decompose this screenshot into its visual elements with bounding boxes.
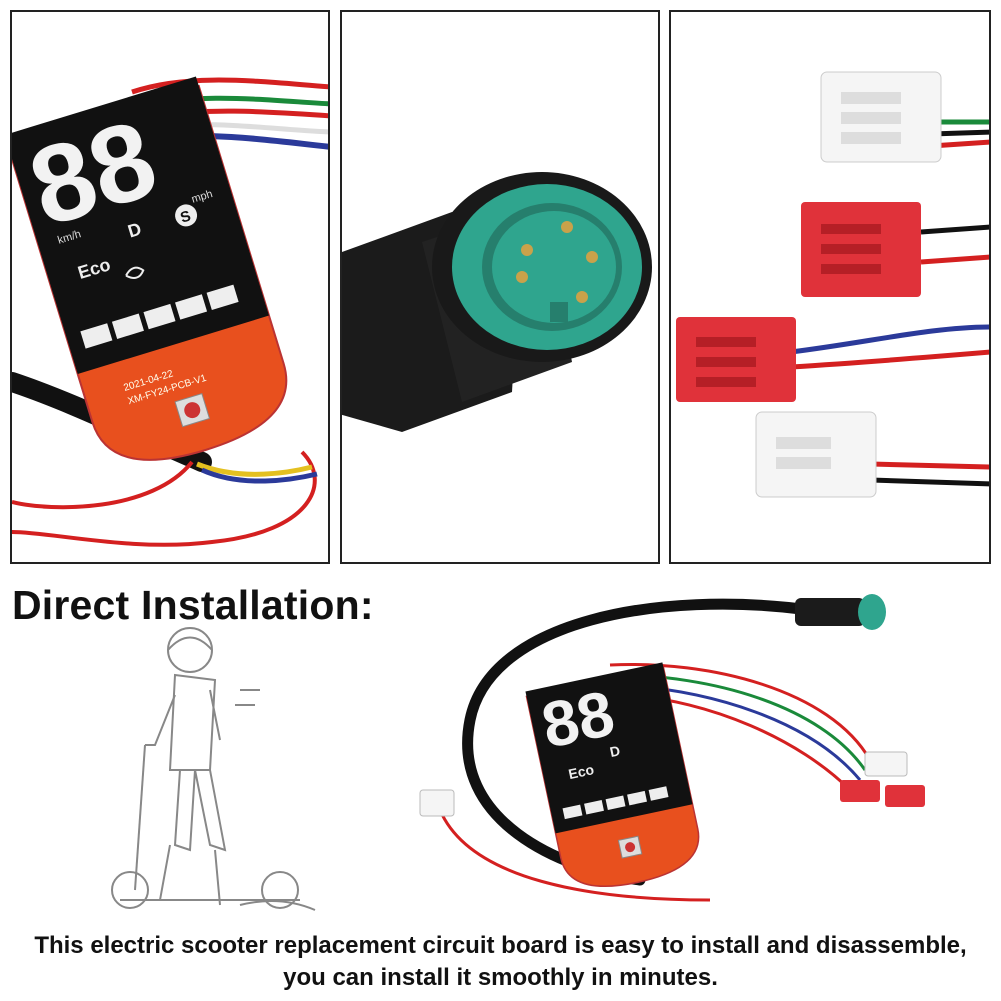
red-connector-icon [885, 785, 925, 807]
sport-mode-label: S [178, 208, 193, 227]
white-connector-icon [419, 789, 455, 817]
scooter-rider-illustration [100, 620, 330, 920]
drive-mode-label: D [125, 219, 143, 242]
board-closeup-panel: 88 km/h mph Eco D S 2021-04-22 XM-FY24-P… [10, 10, 330, 564]
circuit-board-image: 88 km/h mph Eco D S 2021-04-22 XM-FY24-P… [12, 76, 328, 547]
connector-closeup-panel [340, 10, 660, 564]
teal-connector-icon [858, 594, 886, 630]
sport-mode-icon [175, 204, 198, 227]
product-drive-label: D [608, 742, 621, 760]
battery-bar [80, 284, 239, 349]
terminal-connectors-panel [669, 10, 991, 564]
caption-line-2: you can install it smoothly in minutes. [283, 964, 718, 991]
pin-icon [586, 251, 598, 263]
pin-icon [561, 221, 573, 233]
red-connector-icon [676, 317, 989, 402]
pin-icon [576, 291, 588, 303]
page-heading: Direct Installation: [12, 582, 374, 628]
terminal-connectors-image [676, 71, 989, 498]
headlight-icon [125, 266, 145, 279]
white-connector-icon [755, 411, 989, 498]
product-speed-digits: 88 [536, 677, 621, 762]
caption-line-1: This electric scooter replacement circui… [34, 932, 967, 959]
caption: This electric scooter replacement circui… [0, 930, 1001, 994]
red-connector-icon [801, 202, 989, 297]
full-product-image: 88 Eco D [410, 580, 930, 920]
unit-mph-label: mph [190, 188, 214, 206]
white-connector-icon [820, 71, 989, 163]
red-connector-icon [840, 780, 880, 802]
product-eco-label: Eco [567, 761, 595, 782]
product-reset-button-icon [625, 842, 636, 853]
pin-icon [521, 244, 533, 256]
pin-icon [516, 271, 528, 283]
reset-button-icon [184, 402, 201, 419]
white-connector-icon [864, 751, 908, 777]
connector-image [342, 172, 652, 432]
